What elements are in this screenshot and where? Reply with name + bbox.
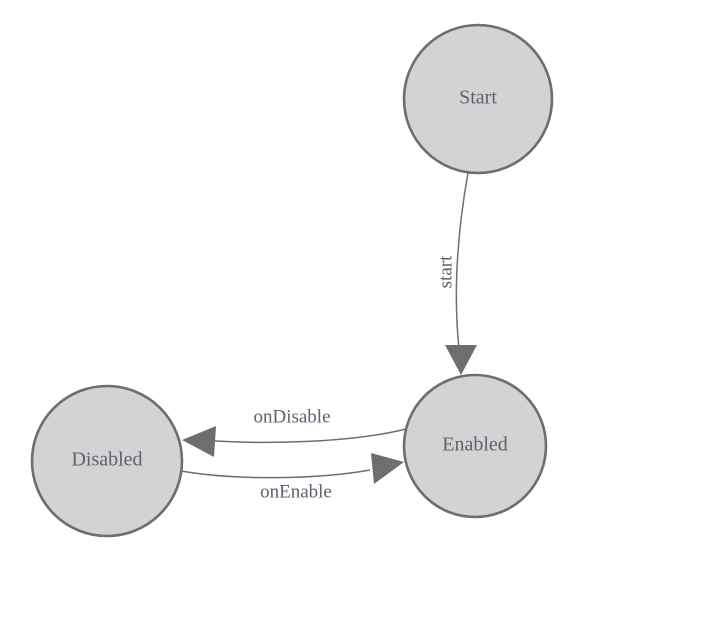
node-disabled-circle	[30, 384, 184, 538]
node-disabled[interactable]: Disabled	[30, 384, 184, 538]
node-enabled[interactable]: Enabled	[402, 373, 548, 519]
node-enabled-circle	[402, 373, 548, 519]
edge-disabled-to-enabled-line	[180, 469, 371, 479]
node-disabled-label: Disabled	[71, 449, 142, 471]
arrowhead-down-icon	[445, 345, 477, 375]
edge-start-to-enabled-line	[455, 172, 469, 350]
arrowhead-left-icon	[182, 426, 216, 457]
edge-label-onenable: onEnable	[260, 481, 332, 502]
node-enabled-label: Enabled	[442, 434, 508, 456]
edge-label-start: start	[435, 255, 456, 288]
node-start[interactable]: Start	[402, 23, 554, 175]
edge-disabled-to-enabled[interactable]: onEnable	[180, 453, 404, 502]
edge-start-to-enabled[interactable]: start	[435, 172, 477, 375]
node-start-label: Start	[459, 87, 497, 109]
edge-enabled-to-disabled[interactable]: onDisable	[182, 406, 407, 457]
edge-label-ondisable: onDisable	[253, 406, 330, 427]
node-start-circle	[402, 23, 554, 175]
edge-enabled-to-disabled-line	[214, 428, 407, 444]
arrowhead-right-icon	[371, 453, 404, 484]
